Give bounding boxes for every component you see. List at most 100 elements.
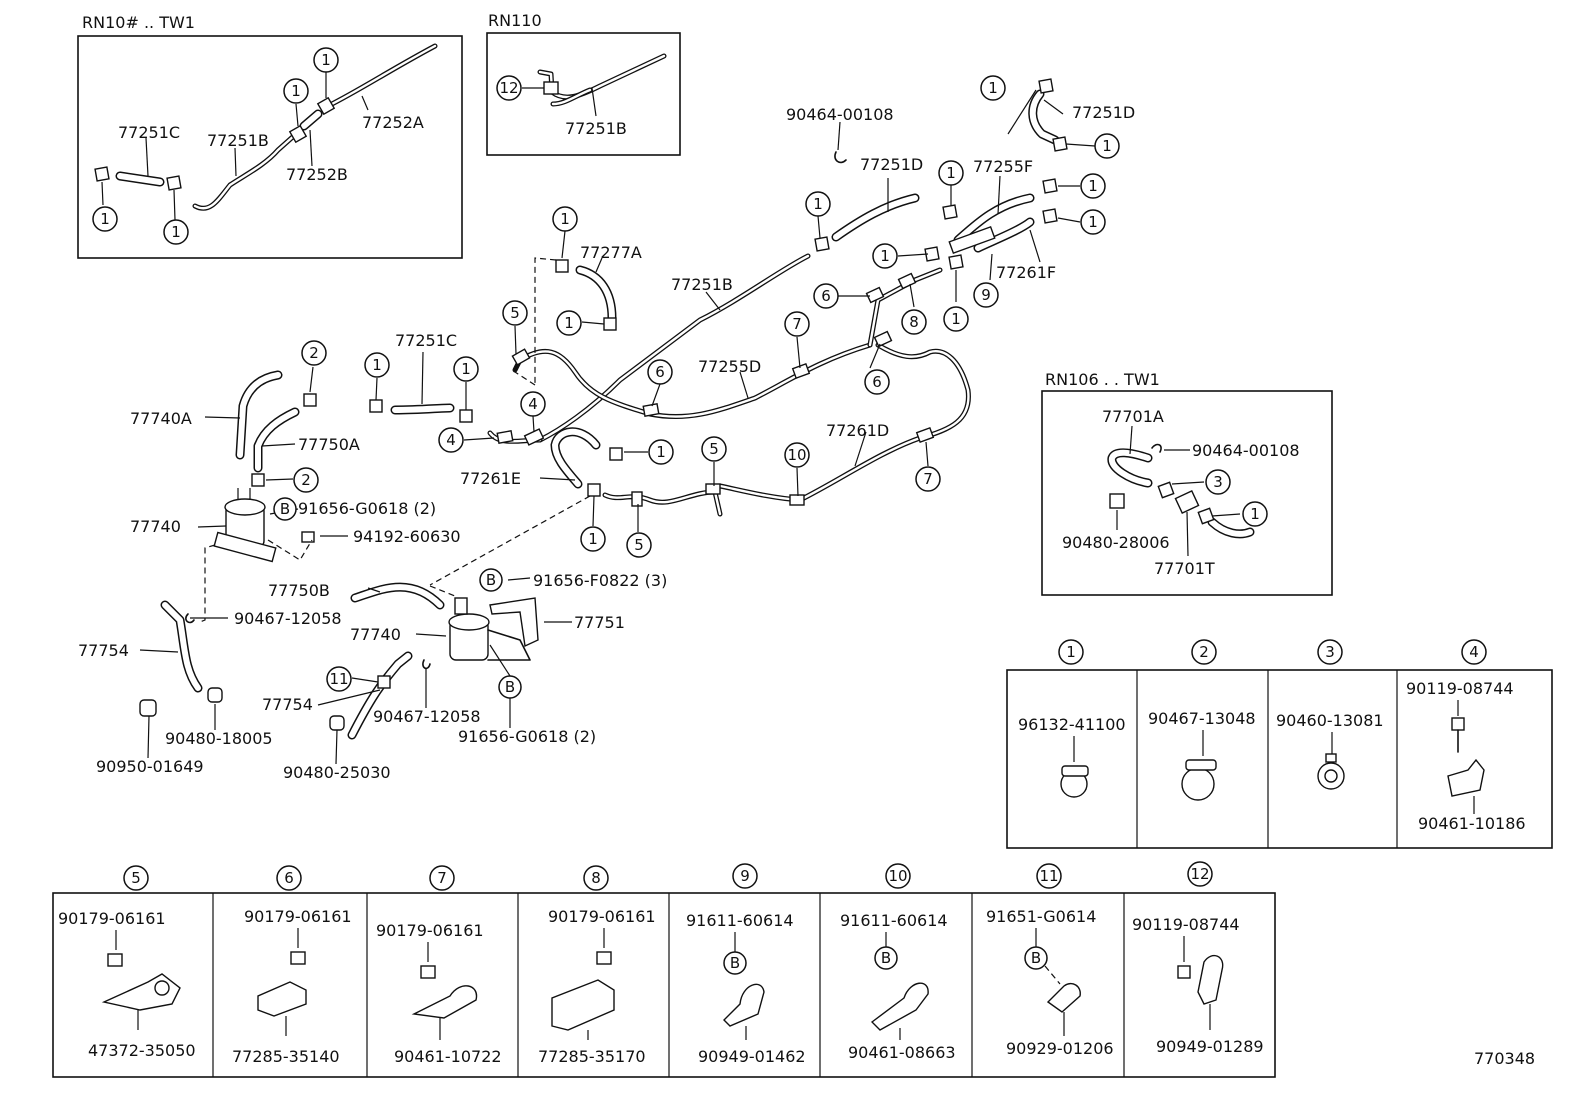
part-number: 90949-01289 — [1156, 1037, 1264, 1056]
label-77740A: 77740A — [130, 409, 192, 428]
svg-text:B: B — [280, 500, 290, 518]
svg-text:6: 6 — [655, 363, 665, 381]
svg-text:4: 4 — [528, 395, 538, 413]
part-number: 91651-G0614 — [986, 907, 1096, 926]
part-number: 90467-13048 — [1148, 709, 1256, 728]
callout-1: 1 — [872, 243, 898, 269]
callout-1: 1 — [980, 75, 1006, 101]
callout-3: 3 — [1205, 469, 1231, 495]
part-number: 47372-35050 — [88, 1041, 196, 1060]
legend-cell-8: 8 90179-06161 77285-35170 — [538, 865, 656, 1066]
legend-cell-6: 6 90179-06161 77285-35140 — [232, 865, 352, 1066]
label-90464-00108-rn106: 90464-00108 — [1192, 441, 1300, 460]
part-number: 90119-08744 — [1406, 679, 1514, 698]
callout-6: 6 — [276, 865, 302, 891]
svg-text:B: B — [881, 949, 891, 967]
callout-1: 1 — [648, 439, 674, 465]
callout-1: 1 — [805, 191, 831, 217]
callout-5: 5 — [701, 436, 727, 462]
svg-text:1: 1 — [946, 164, 956, 182]
callout-1: 1 — [1094, 133, 1120, 159]
callout-2: 2 — [293, 467, 319, 493]
svg-text:8: 8 — [909, 313, 919, 331]
callout-1: 1 — [938, 160, 964, 186]
label-77754-left: 77754 — [78, 641, 129, 660]
diagram-id: 770348 — [1474, 1049, 1535, 1068]
callout-4: 4 — [438, 427, 464, 453]
callout-9: 9 — [973, 282, 999, 308]
part-number: 90179-06161 — [548, 907, 656, 926]
svg-text:2: 2 — [309, 344, 319, 362]
svg-text:6: 6 — [872, 373, 882, 391]
legend-cell-11: 11 91651-G0614 B 90929-01206 — [986, 863, 1114, 1058]
part-number: 91611-60614 — [840, 911, 948, 930]
legend-top: 1 96132-41100 2 90467-13048 3 90460-1308… — [1006, 639, 1553, 849]
svg-text:B: B — [486, 571, 496, 589]
callout-B: B — [723, 951, 747, 975]
canister-77740-upper — [213, 488, 277, 563]
label-91656-G0618-lower: 91656-G0618 (2) — [458, 727, 596, 746]
label-77261E: 77261E — [460, 469, 521, 488]
legend-bottom-frame — [52, 892, 1276, 1078]
label-90950-01649: 90950-01649 — [96, 757, 204, 776]
callout-5: 5 — [123, 865, 149, 891]
legend-cell-5: 5 90179-06161 47372-35050 — [58, 865, 196, 1060]
svg-text:2: 2 — [1199, 643, 1209, 661]
inset-rn106-title: RN106 . . TW1 — [1045, 370, 1160, 389]
svg-text:B: B — [730, 954, 740, 972]
svg-text:1: 1 — [1250, 505, 1260, 523]
callout-7: 7 — [915, 466, 941, 492]
label-77251C-main: 77251C — [395, 331, 457, 350]
part-number: 90461-08663 — [848, 1043, 956, 1062]
legend-top-frame — [1006, 669, 1553, 849]
svg-text:1: 1 — [588, 530, 598, 548]
callout-4: 4 — [520, 391, 546, 417]
label-91656-F0822: 91656-F0822 (3) — [533, 571, 667, 590]
callout-7: 7 — [784, 311, 810, 337]
callout-7: 7 — [429, 865, 455, 891]
label-77255F: 77255F — [973, 157, 1033, 176]
label-77251B-rn110: 77251B — [565, 119, 627, 138]
part-number: 90179-06161 — [58, 909, 166, 928]
svg-text:7: 7 — [923, 470, 933, 488]
label-90480-25030: 90480-25030 — [283, 763, 391, 782]
svg-text:1: 1 — [291, 82, 301, 100]
part-number: 77285-35140 — [232, 1047, 340, 1066]
callout-1: 1 — [364, 352, 390, 378]
svg-text:3: 3 — [1213, 473, 1223, 491]
svg-text:11: 11 — [329, 670, 348, 688]
label-77740-upper: 77740 — [130, 517, 181, 536]
label-90464-00108: 90464-00108 — [786, 105, 894, 124]
label-91656-G0618-upper: 91656-G0618 (2) — [298, 499, 436, 518]
callout-1: 1 — [1058, 639, 1084, 665]
inset-rn10: RN10# .. TW1 77251C 77251B 77252A 77252B… — [77, 13, 463, 259]
callout-6: 6 — [647, 359, 673, 385]
callout-1: 1 — [552, 206, 578, 232]
callout-3: 3 — [1317, 639, 1343, 665]
label-90480-28006: 90480-28006 — [1062, 533, 1170, 552]
label-77754-lower: 77754 — [262, 695, 313, 714]
label-90480-18005: 90480-18005 — [165, 729, 273, 748]
label-77750B: 77750B — [268, 581, 330, 600]
svg-text:1: 1 — [1088, 177, 1098, 195]
callout-9: 9 — [732, 863, 758, 889]
label-90467-12058-lower: 90467-12058 — [373, 707, 481, 726]
svg-text:6: 6 — [821, 287, 831, 305]
inset-rn106: RN106 . . TW1 77701A 90464-00108 90480-2… — [1041, 370, 1333, 596]
callout-1: 1 — [283, 78, 309, 104]
label-77701T: 77701T — [1154, 559, 1215, 578]
inset-rn110: RN110 77251B 12 — [486, 11, 681, 156]
callout-6: 6 — [813, 283, 839, 309]
callout-1: 1 — [1080, 173, 1106, 199]
legend-cell-7: 7 90179-06161 90461-10722 — [376, 865, 502, 1066]
callout-10: 10 — [885, 863, 911, 889]
svg-text:7: 7 — [792, 315, 802, 333]
svg-text:B: B — [505, 678, 515, 696]
label-77277A: 77277A — [580, 243, 642, 262]
label-77750A: 77750A — [298, 435, 360, 454]
inset-rn10-title: RN10# .. TW1 — [82, 13, 195, 32]
svg-text:11: 11 — [1039, 867, 1058, 885]
legend-cell-4: 4 90119-08744 90461-10186 — [1406, 639, 1526, 833]
